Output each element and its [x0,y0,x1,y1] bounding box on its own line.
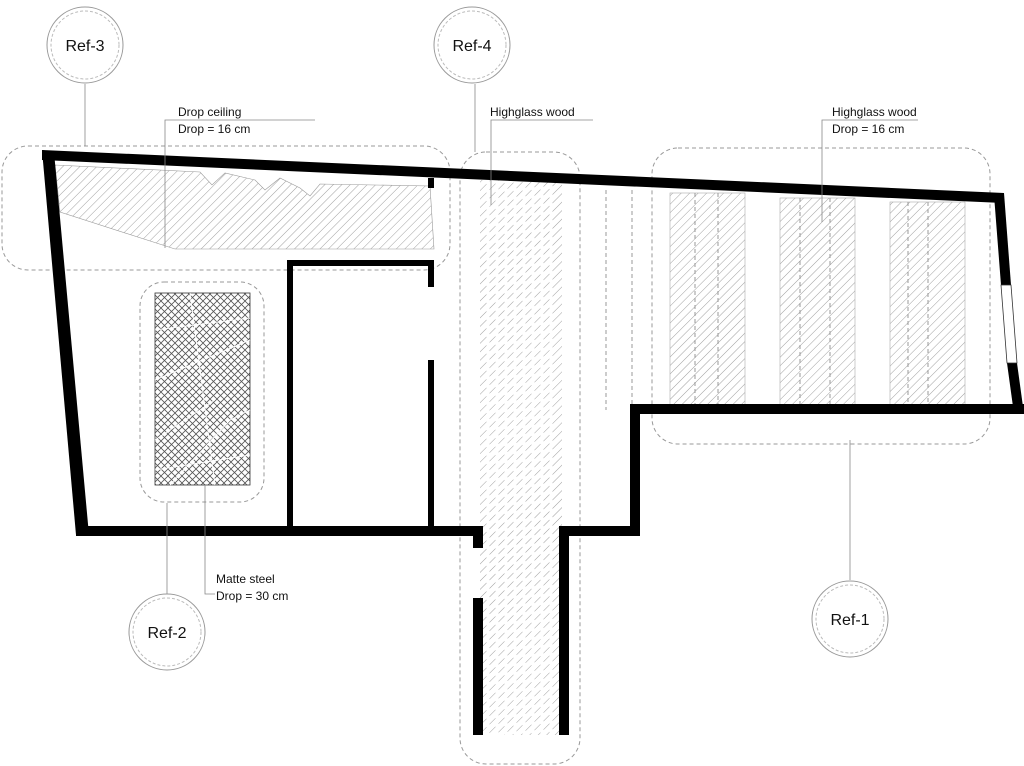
window [1000,284,1018,364]
drop-ceiling-hatch [54,164,435,250]
zone-ref-3 [1,145,451,271]
zone-ref-4 [459,151,581,765]
walls [42,150,1024,735]
leader-lines [84,84,918,595]
matte-steel-label: Matte steel [216,572,275,586]
drop-ceiling-label: Drop ceiling [178,105,241,119]
right-wood-panels [669,192,966,406]
highglass-right-detail: Drop = 16 cm [832,122,904,136]
ref-label: Ref-4 [452,38,491,55]
ref-bubble-2[interactable]: Ref-2 [128,593,206,671]
ref-bubble-1[interactable]: Ref-1 [811,580,889,658]
matte-steel-cracks [154,292,251,486]
zone-ref-1 [651,147,991,445]
zone-ref-2 [139,281,265,503]
ref-label: Ref-1 [830,612,869,629]
ref-label: Ref-3 [65,38,104,55]
matte-steel-detail: Drop = 30 cm [216,589,288,603]
ref-bubble-3[interactable]: Ref-3 [46,6,124,84]
corridor-wood-slats [480,180,562,735]
drop-ceiling-detail: Drop = 16 cm [178,122,250,136]
highglass-right-label: Highglass wood [832,105,917,119]
ref-label: Ref-2 [147,625,186,642]
ref-bubble-4[interactable]: Ref-4 [433,6,511,84]
highglass-corridor-label: Highglass wood [490,105,575,119]
